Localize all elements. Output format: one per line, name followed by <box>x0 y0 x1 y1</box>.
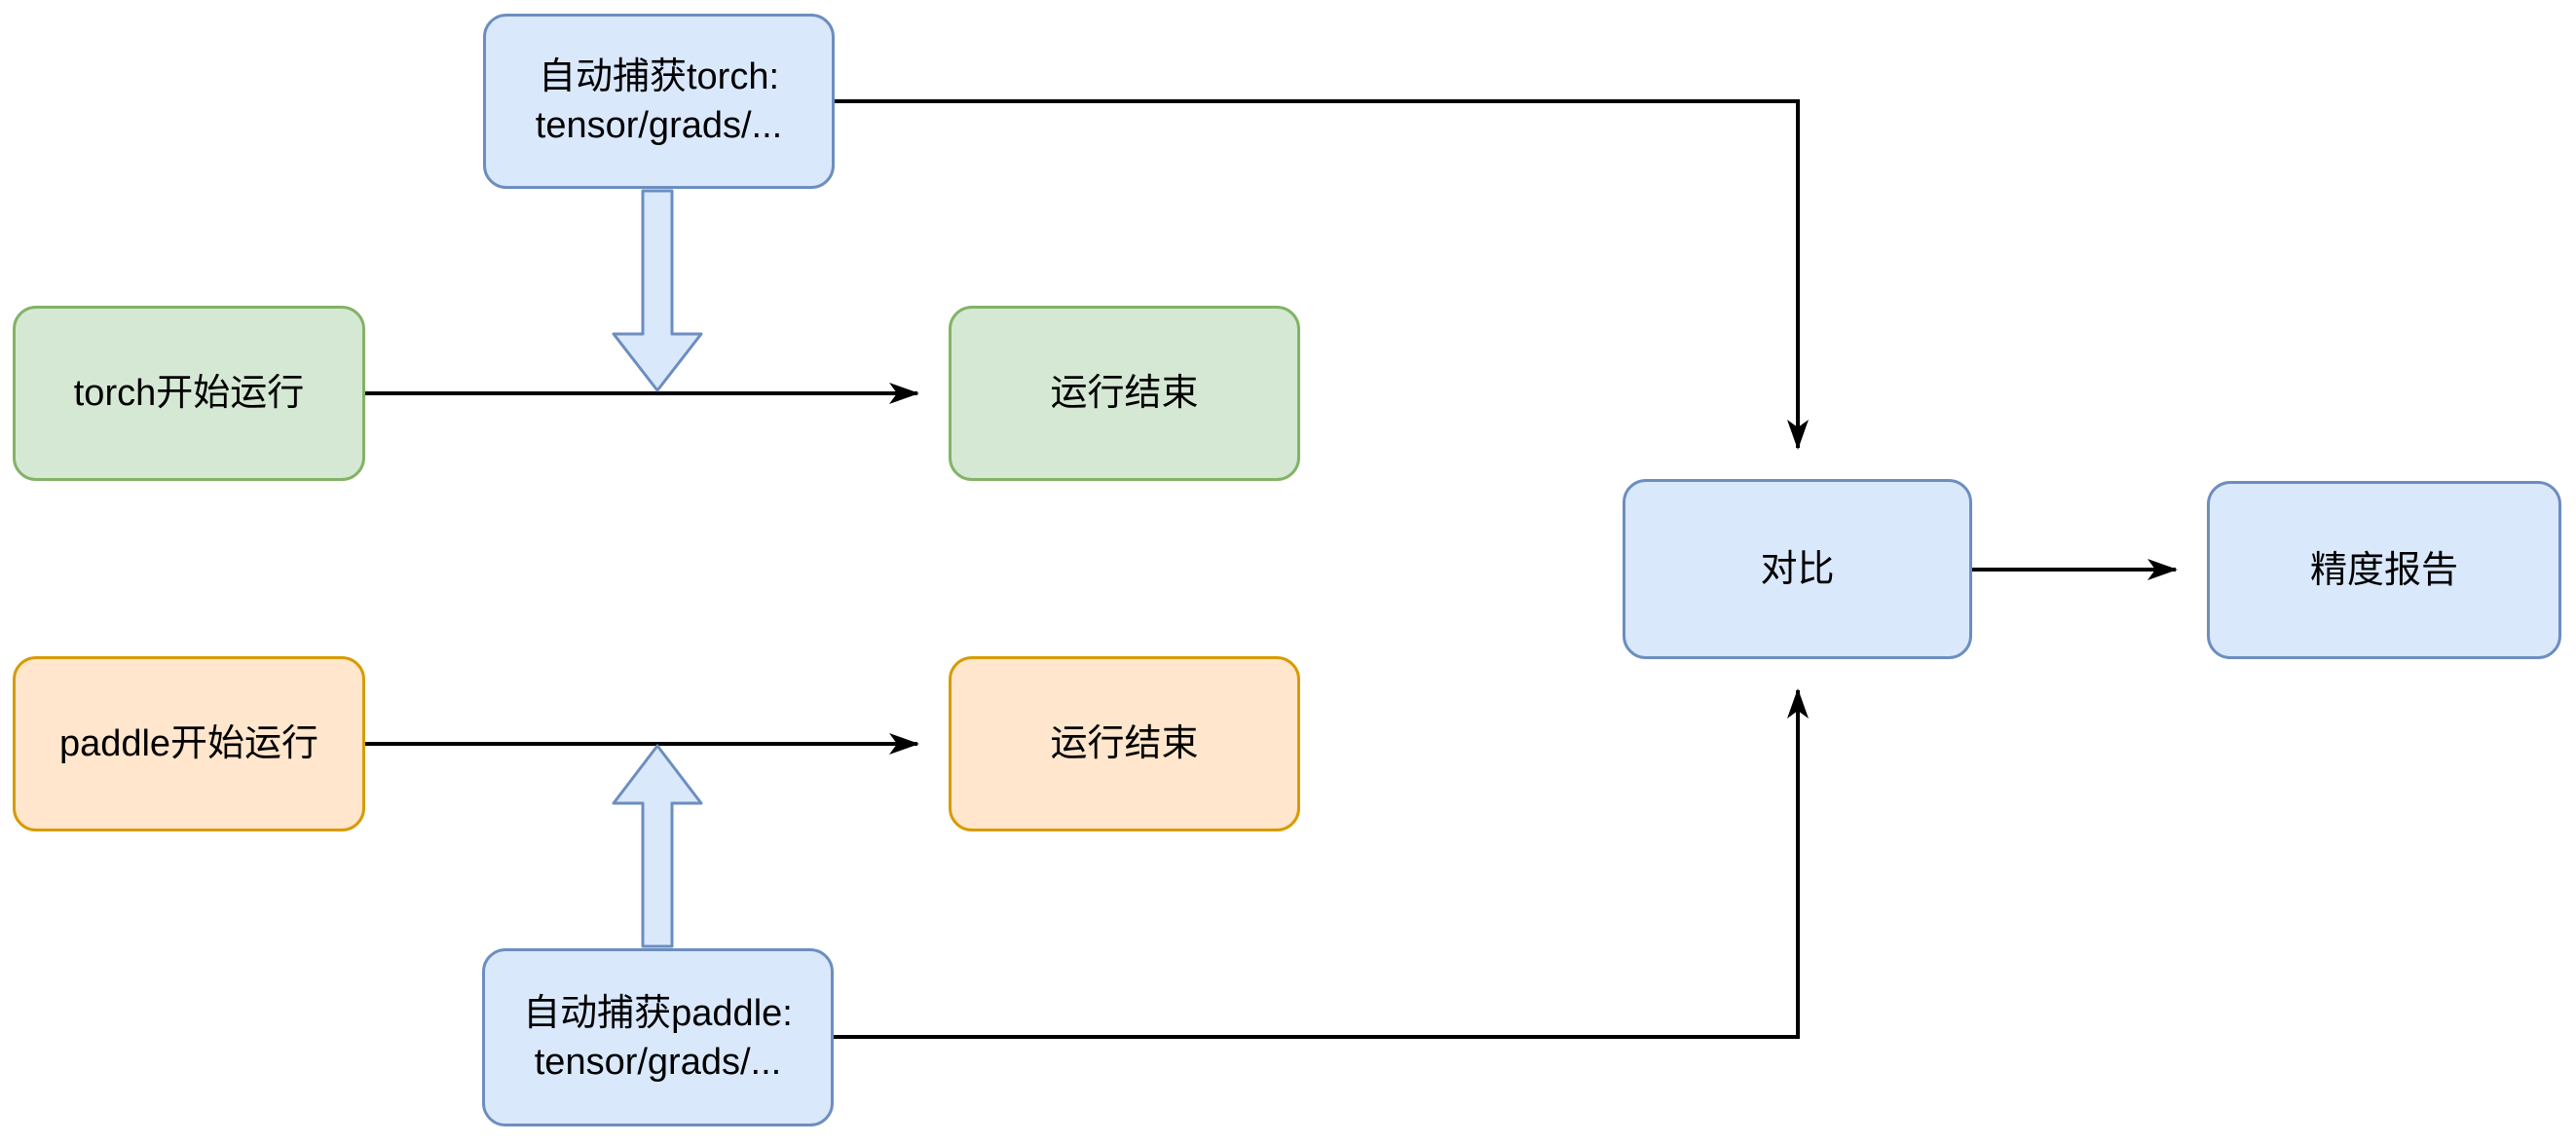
node-compare: 对比 <box>1623 479 1972 659</box>
node-paddle-end: 运行结束 <box>949 656 1300 831</box>
fat-arrow-down-icon <box>612 189 703 392</box>
node-torch-start: torch开始运行 <box>13 306 365 481</box>
node-capture-paddle: 自动捕获paddle: tensor/grads/... <box>482 948 834 1126</box>
node-capture-torch: 自动捕获torch: tensor/grads/... <box>483 14 835 189</box>
node-label: 精度报告 <box>2309 549 2458 591</box>
node-label: 运行结束 <box>1050 723 1199 764</box>
fat-arrow-up-icon <box>612 744 703 948</box>
node-torch-end: 运行结束 <box>949 306 1300 481</box>
node-label: 对比 <box>1760 548 1835 590</box>
node-paddle-start: paddle开始运行 <box>13 656 365 831</box>
node-label: 自动捕获paddle: tensor/grads/... <box>523 992 793 1083</box>
node-label: 运行结束 <box>1050 373 1199 414</box>
node-label: torch开始运行 <box>73 373 305 414</box>
arrow-capture-paddle-to-compare <box>834 688 1809 1039</box>
node-report: 精度报告 <box>2207 481 2561 659</box>
arrow-capture-torch-to-compare <box>835 99 1809 450</box>
node-label: paddle开始运行 <box>58 723 319 764</box>
node-label: 自动捕获torch: tensor/grads/... <box>535 56 783 146</box>
